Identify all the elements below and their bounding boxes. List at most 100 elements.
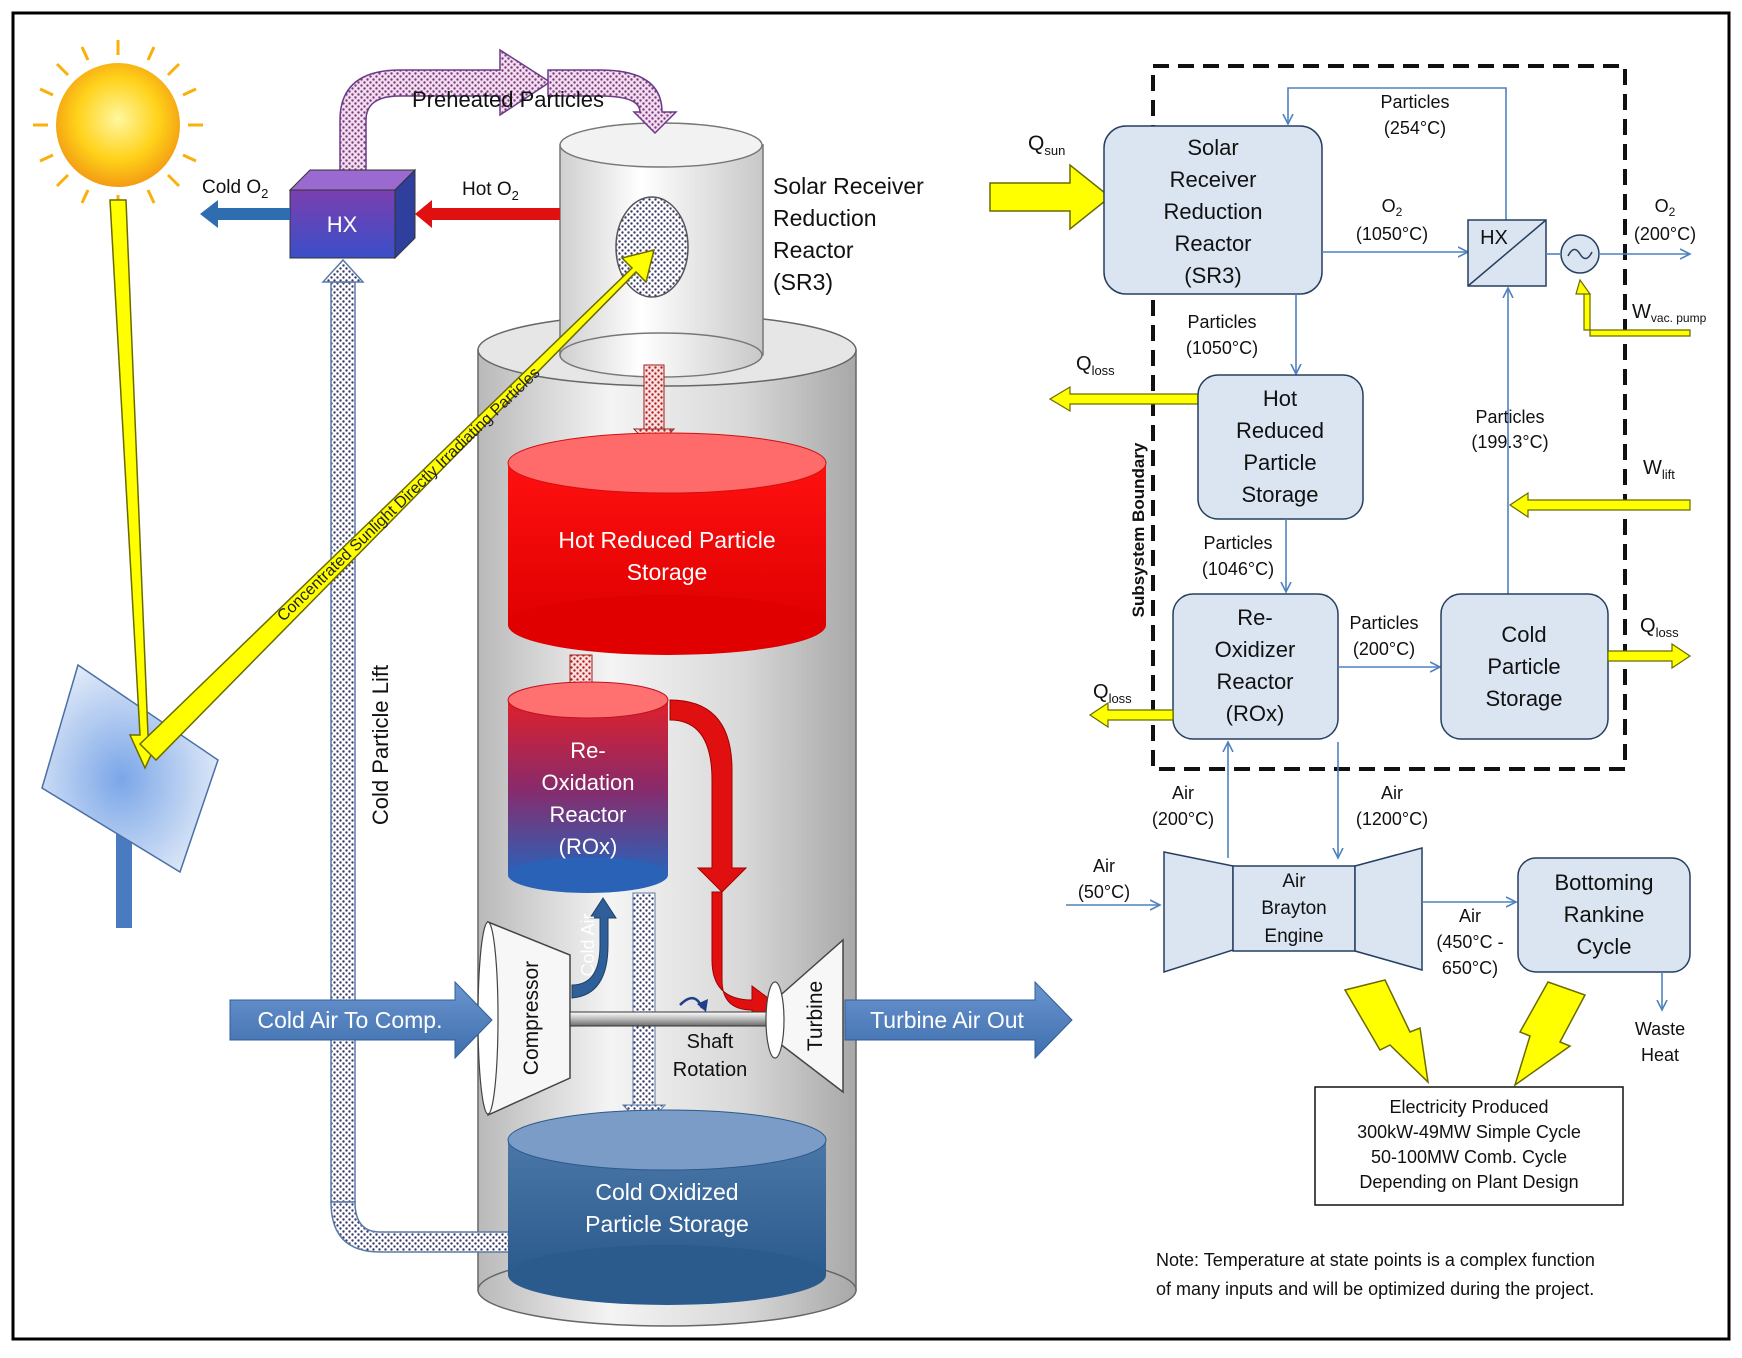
svg-text:Re-: Re- (1237, 605, 1272, 630)
particles-254-label: Particles (254°C) (1380, 92, 1449, 138)
rox-reactor: Re- Oxidation Reactor (ROx) (507, 681, 669, 893)
cold-o2-label: Cold O2 (202, 177, 268, 201)
rox-to-turbine-hot-air-arrow (669, 699, 748, 893)
preheated-particles-label: Preheated Particles (412, 87, 604, 112)
lightning-bolt-icon (1343, 979, 1430, 1085)
svg-text:Cold Oxidized: Cold Oxidized (595, 1179, 738, 1205)
svg-text:HX: HX (327, 212, 358, 237)
electricity-produced-box: Electricity Produced 300kW-49MW Simple C… (1314, 1086, 1624, 1206)
svg-text:(1050°C): (1050°C) (1186, 338, 1258, 358)
svg-text:O2: O2 (1655, 196, 1676, 219)
svg-text:(200°C): (200°C) (1152, 809, 1214, 829)
svg-text:Receiver: Receiver (1170, 167, 1257, 192)
cold-oxidized-particle-storage: Cold Oxidized Particle Storage (507, 1109, 827, 1305)
svg-text:Solar Receiver: Solar Receiver (773, 173, 924, 199)
cold-particle-storage-box: Cold Particle Storage (1440, 593, 1609, 740)
svg-text:(199.3°C): (199.3°C) (1471, 432, 1548, 452)
q-sun-label: Qsun (1028, 132, 1065, 158)
svg-text:Air: Air (1172, 783, 1194, 803)
svg-text:Air: Air (1381, 783, 1403, 803)
svg-text:Storage: Storage (1485, 686, 1562, 711)
svg-text:(450°C -: (450°C - (1436, 932, 1503, 952)
svg-text:(ROx): (ROx) (1226, 701, 1285, 726)
preheated-particles-arrow-down (547, 69, 678, 135)
turbine-air-out-arrow[interactable]: Turbine Air Out (844, 980, 1073, 1060)
q-loss-1-arrow (1048, 385, 1199, 413)
hx-block-left: HX (288, 168, 417, 260)
w-vac-pump-label: Wvac. pump (1632, 301, 1707, 325)
svg-text:Particles: Particles (1187, 312, 1256, 332)
svg-text:Particles: Particles (1349, 613, 1418, 633)
svg-text:Reduction: Reduction (1163, 199, 1262, 224)
svg-text:Reactor: Reactor (1216, 669, 1293, 694)
particles-1050-label: Particles (1050°C) (1186, 312, 1258, 358)
particles-254-flow (1288, 87, 1507, 220)
brayton-engine: Air Brayton Engine (1163, 847, 1423, 974)
air-1200-label: Air (1200°C) (1356, 783, 1428, 829)
svg-text:Shaft: Shaft (687, 1031, 734, 1053)
svg-text:Waste: Waste (1635, 1019, 1685, 1039)
svg-text:(50°C): (50°C) (1078, 882, 1130, 902)
svg-text:(SR3): (SR3) (773, 269, 833, 295)
svg-text:Cold Air: Cold Air (578, 913, 598, 976)
waste-heat-label: Waste Heat (1635, 1019, 1685, 1065)
svg-text:(200°C): (200°C) (1634, 224, 1696, 244)
q-loss-2-label: Qloss (1640, 615, 1679, 640)
bottoming-rankine-box: Bottoming Rankine Cycle (1517, 857, 1691, 973)
svg-text:Hot: Hot (1263, 386, 1297, 411)
svg-text:Turbine: Turbine (804, 981, 827, 1051)
svg-text:Reduction: Reduction (773, 205, 877, 231)
svg-text:Oxidizer: Oxidizer (1215, 637, 1296, 662)
preheated-particles-arrow (339, 48, 552, 179)
cold-air-arrow: Cold Air (571, 897, 617, 999)
sunlight-incident-ray (109, 199, 162, 770)
w-lift-label: Wlift (1643, 457, 1675, 482)
outer-frame (11, 11, 1731, 1341)
sr3-box: Solar Receiver Reduction Reactor (SR3) (1103, 125, 1323, 295)
svg-text:(1200°C): (1200°C) (1356, 809, 1428, 829)
svg-text:Brayton: Brayton (1261, 898, 1326, 919)
svg-text:Cold Air To Comp.: Cold Air To Comp. (258, 1007, 443, 1033)
particles-200-label: Particles (200°C) (1349, 613, 1418, 659)
svg-text:Cold: Cold (1501, 622, 1546, 647)
q-loss-1-label: Qloss (1076, 353, 1115, 378)
lightning-bolt-icon (1513, 981, 1587, 1087)
svg-text:650°C): 650°C) (1442, 958, 1498, 978)
svg-text:Particle: Particle (1243, 450, 1316, 475)
svg-text:Rankine: Rankine (1564, 902, 1645, 927)
svg-text:Particles: Particles (1203, 533, 1272, 553)
cold-particle-lift-arrow (321, 258, 519, 1253)
q-sun-arrow (989, 163, 1112, 231)
sun-icon (33, 40, 203, 210)
particles-199-label: Particles (199.3°C) (1471, 407, 1548, 452)
svg-text:Note: Temperature at state poi: Note: Temperature at state points is a c… (1156, 1250, 1595, 1270)
svg-text:(ROx): (ROx) (559, 834, 618, 859)
svg-text:Reactor: Reactor (549, 802, 626, 827)
svg-text:Reduced: Reduced (1236, 418, 1324, 443)
svg-text:Air: Air (1282, 871, 1306, 892)
svg-text:Oxidation: Oxidation (542, 770, 635, 795)
hot-o2-label: Hot O2 (462, 179, 519, 203)
svg-text:Hot Reduced Particle: Hot Reduced Particle (558, 527, 775, 553)
solar-receiver-label: Solar Receiver Reduction Reactor (SR3) (773, 173, 924, 295)
svg-text:Re-: Re- (570, 738, 605, 763)
svg-text:(1046°C): (1046°C) (1202, 559, 1274, 579)
svg-text:Engine: Engine (1264, 926, 1323, 947)
hx-box-right: HX (1467, 219, 1547, 287)
o2-1050-label: O2 (1050°C) (1356, 196, 1428, 244)
particles-1046-label: Particles (1046°C) (1202, 533, 1274, 579)
vacuum-pump-icon (1560, 234, 1600, 274)
solar-receiver-cylinder (559, 122, 764, 378)
cold-air-to-compressor-arrow[interactable]: Cold Air To Comp. (229, 980, 493, 1060)
hot-o2-arrow (415, 200, 560, 228)
rox-box: Re- Oxidizer Reactor (ROx) (1172, 593, 1339, 740)
note-text: Note: Temperature at state points is a c… (1156, 1250, 1595, 1299)
svg-text:Electricity Produced: Electricity Produced (1389, 1097, 1548, 1117)
air-50-label: Air (50°C) (1078, 856, 1130, 902)
q-loss-3-label: Qloss (1093, 681, 1132, 706)
svg-text:Bottoming: Bottoming (1554, 870, 1653, 895)
air-450-label: Air (450°C - 650°C) (1436, 906, 1503, 978)
svg-text:Depending on Plant Design: Depending on Plant Design (1359, 1172, 1578, 1192)
svg-text:Particles: Particles (1475, 407, 1544, 427)
